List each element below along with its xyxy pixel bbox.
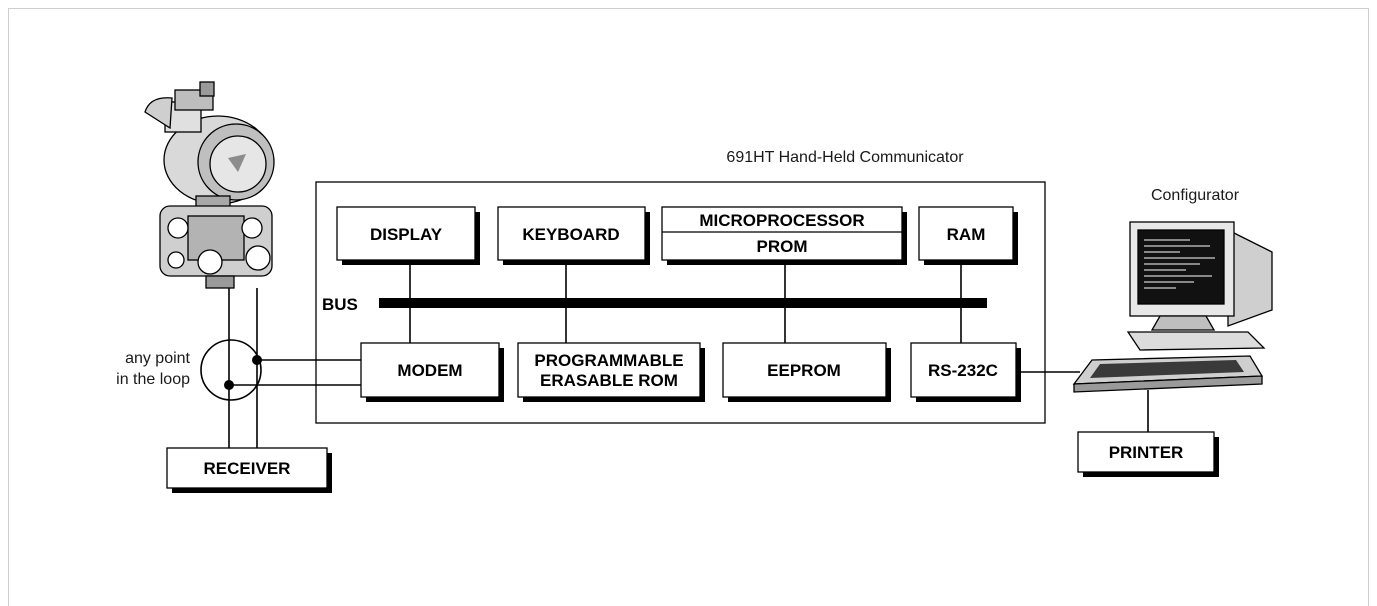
modem-label: MODEM — [397, 361, 462, 380]
prom-label: PROM — [757, 237, 808, 256]
modem-block: MODEM — [360, 342, 504, 402]
receiver-label: RECEIVER — [204, 459, 291, 478]
bus-connections — [409, 260, 962, 343]
figure-frame — [8, 8, 1369, 606]
eeprom-block: EEPROM — [722, 342, 891, 402]
loop-wiring — [200, 288, 361, 448]
loop-connection-circle — [200, 339, 262, 401]
programmable-erasable-rom-block: PROGRAMMABLE ERASABLE ROM — [517, 342, 705, 402]
screen-lines — [1144, 239, 1215, 289]
configurator-label: Configurator — [1151, 187, 1240, 204]
display-block: DISPLAY — [336, 206, 480, 265]
bus-bar — [379, 298, 987, 308]
eeprom-label: EEPROM — [767, 361, 841, 380]
per-label-line1: PROGRAMMABLE — [534, 351, 683, 370]
rs232c-label: RS-232C — [928, 361, 998, 380]
loop-label-line2: in the loop — [116, 371, 190, 388]
printer-block: PRINTER — [1077, 431, 1219, 477]
bus-label: BUS — [322, 295, 358, 314]
rs232c-block: RS-232C — [910, 342, 1021, 402]
loop-label-line1: any point — [125, 350, 190, 367]
receiver-block: RECEIVER — [166, 447, 332, 493]
printer-label: PRINTER — [1109, 443, 1184, 462]
communicator-enclosure — [315, 181, 1046, 424]
display-label: DISPLAY — [370, 225, 443, 244]
keyboard-block: KEYBOARD — [497, 206, 650, 265]
ram-label: RAM — [947, 225, 986, 244]
per-label-line2: ERASABLE ROM — [540, 371, 678, 390]
computer-terminal-icon — [1072, 221, 1273, 393]
keyboard-label: KEYBOARD — [522, 225, 619, 244]
microprocessor-prom-block: MICROPROCESSOR PROM — [661, 206, 907, 265]
communicator-title: 691HT Hand-Held Communicator — [726, 149, 964, 166]
ram-block: RAM — [918, 206, 1018, 265]
microprocessor-label: MICROPROCESSOR — [699, 211, 864, 230]
pressure-transmitter-icon — [144, 81, 275, 289]
